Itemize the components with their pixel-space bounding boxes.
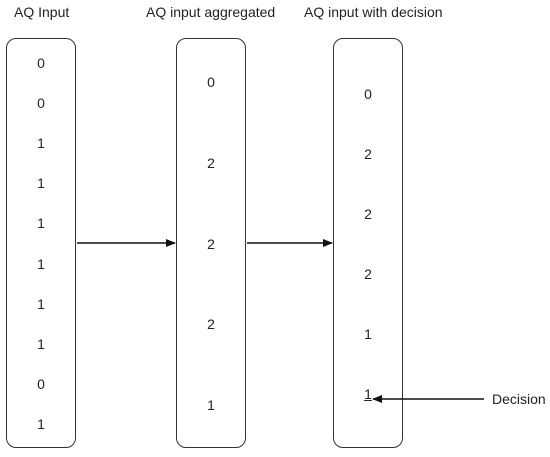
aq-input-box [6,38,76,448]
aq-aggregated-value: 2 [207,155,215,171]
aq-input-value: 1 [37,135,45,151]
aq-aggregated-box [176,38,246,448]
aq-decision-value: 1 [364,326,372,342]
aq-aggregated-value: 1 [207,397,215,413]
aq-decision-value-selected: 1 [364,386,372,402]
aq-input-value: 1 [37,256,45,272]
aq-decision-value: 2 [364,206,372,222]
aq-decision-box [333,38,403,448]
column-title-aq-input: AQ Input [14,4,70,20]
aq-decision-value: 2 [364,146,372,162]
decision-label: Decision [492,391,546,407]
aq-input-value: 0 [37,95,45,111]
column-title-aq-decision: AQ input with decision [304,4,443,20]
aq-input-value: 1 [37,296,45,312]
aq-input-value: 0 [37,55,45,71]
aq-input-value: 1 [37,175,45,191]
aq-aggregated-value: 2 [207,236,215,252]
aq-decision-value: 0 [364,86,372,102]
aq-aggregated-value: 2 [207,316,215,332]
aq-input-value: 0 [37,376,45,392]
column-title-aq-aggregated: AQ input aggregated [146,4,276,20]
aq-aggregated-value: 0 [207,74,215,90]
aq-input-value: 1 [37,416,45,432]
aq-input-value: 1 [37,336,45,352]
aq-decision-value: 2 [364,266,372,282]
aq-input-value: 1 [37,215,45,231]
